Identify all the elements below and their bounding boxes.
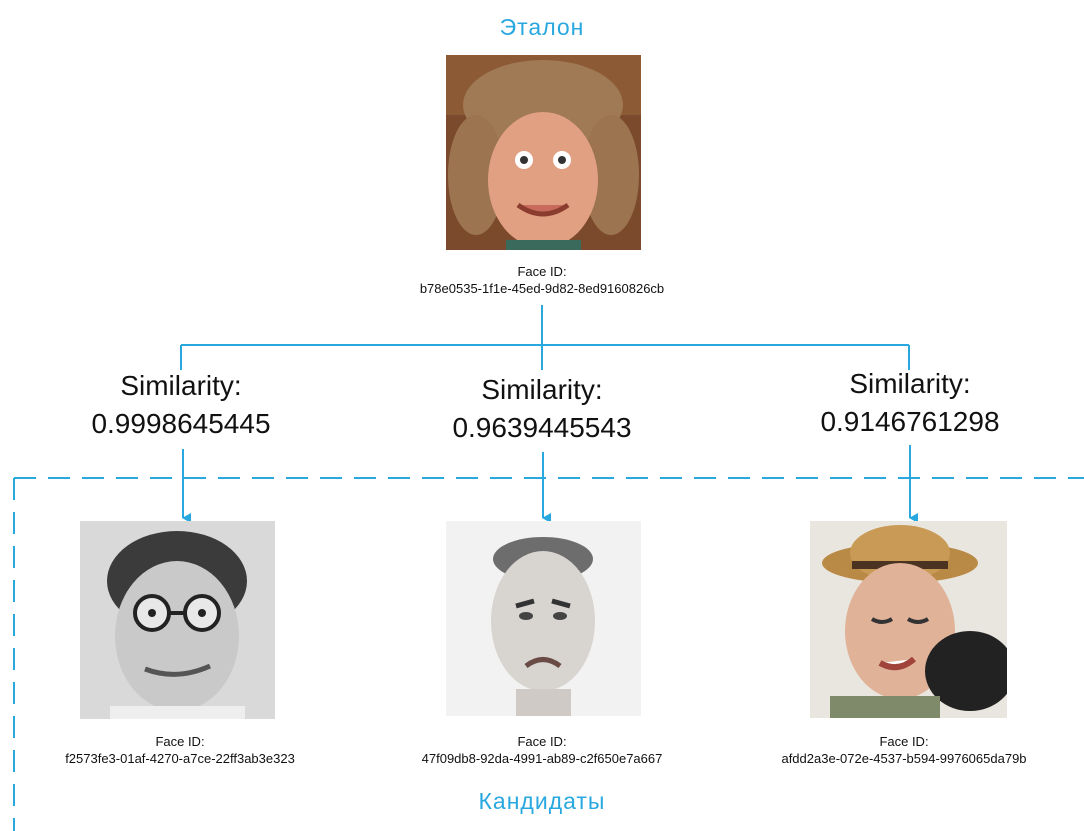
candidate-1-face-photo — [80, 521, 275, 719]
candidates-title: Кандидаты — [478, 788, 606, 814]
reference-title: Эталон — [499, 14, 585, 40]
face-id-label: Face ID: — [155, 734, 205, 749]
face-id-value: f2573fe3-01af-4270-a7ce-22ff3ab3e323 — [65, 751, 295, 766]
face-id-label: Face ID: — [879, 734, 929, 749]
face-id-label: Face ID: — [517, 734, 567, 749]
face-id-value: afdd2a3e-072e-4537-b594-9976065da79b — [781, 751, 1027, 766]
candidate-3-face-photo — [810, 521, 1007, 718]
candidate-2-face-id-block: Face ID: 47f09db8-92da-4991-ab89-c2f650e… — [362, 733, 722, 767]
candidates-frame — [13, 477, 1084, 831]
candidate-3-face-id-block: Face ID: afdd2a3e-072e-4537-b594-9976065… — [724, 733, 1084, 767]
candidate-1-face-id-block: Face ID: f2573fe3-01af-4270-a7ce-22ff3ab… — [0, 733, 360, 767]
similarity-label: Similarity: — [481, 374, 603, 405]
reference-face-photo — [446, 55, 641, 250]
similarity-value: 0.9998645445 — [91, 408, 271, 439]
candidate-3-similarity: Similarity: 0.9146761298 — [790, 365, 1030, 441]
similarity-label: Similarity: — [849, 368, 971, 399]
similarity-value: 0.9146761298 — [820, 406, 1000, 437]
face-id-value: 47f09db8-92da-4991-ab89-c2f650e7a667 — [421, 751, 663, 766]
reference-face-id-label: Face ID: — [517, 264, 567, 279]
candidate-2-face-photo — [446, 521, 641, 716]
similarity-value: 0.9639445543 — [452, 412, 632, 443]
candidate-2-similarity: Similarity: 0.9639445543 — [422, 371, 662, 447]
candidate-1-similarity: Similarity: 0.9998645445 — [61, 367, 301, 443]
reference-face-id: b78e0535-1f1e-45ed-9d82-8ed9160826cb — [419, 281, 665, 296]
reference-face-id-block: Face ID: b78e0535-1f1e-45ed-9d82-8ed9160… — [342, 263, 742, 297]
similarity-label: Similarity: — [120, 370, 242, 401]
